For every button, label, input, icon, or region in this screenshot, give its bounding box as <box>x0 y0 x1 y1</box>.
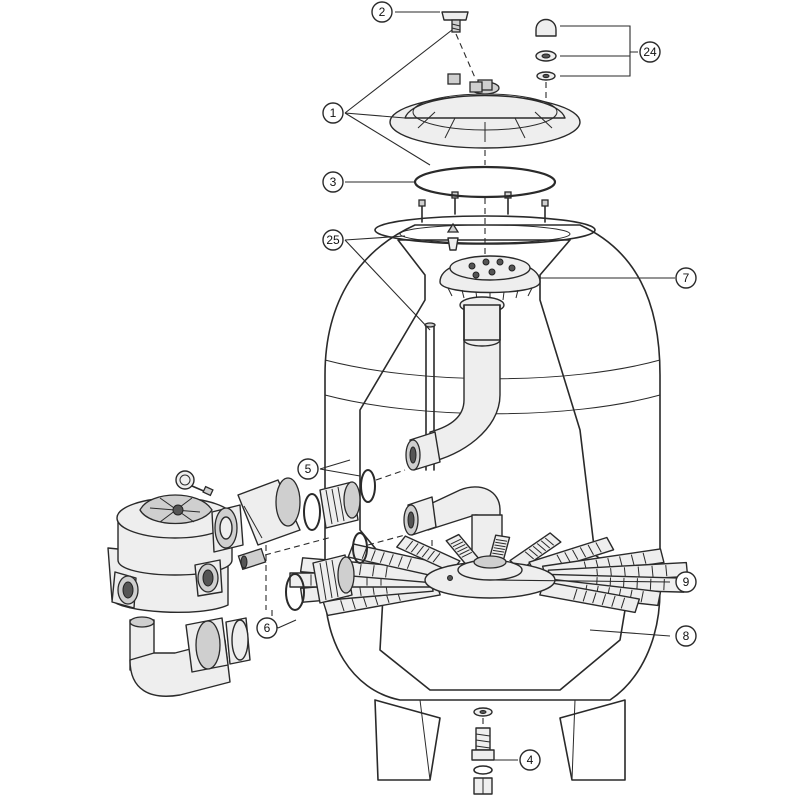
callout-label-2: 2 <box>379 5 386 19</box>
tank-lid <box>389 73 581 149</box>
lateral-slot <box>582 590 588 602</box>
lateral-slot <box>385 566 388 578</box>
lid-o-ring <box>413 165 557 199</box>
callout-label-1: 1 <box>330 106 337 120</box>
lateral-slot <box>495 539 508 542</box>
lateral-slot <box>572 549 579 560</box>
callout-25: 25 <box>322 229 344 251</box>
callout-label-4: 4 <box>527 753 534 767</box>
lateral-slot <box>410 543 419 553</box>
lateral-slot <box>370 550 376 561</box>
lateral-slot <box>524 551 535 560</box>
callout-label-7: 7 <box>683 271 690 285</box>
lateral-slot <box>649 578 652 590</box>
callout-label-9: 9 <box>683 575 690 589</box>
callout-label-8: 8 <box>683 629 690 643</box>
callout-label-5: 5 <box>305 462 312 476</box>
drain-assembly <box>471 707 495 795</box>
callout-label-6: 6 <box>264 621 271 635</box>
lateral-slot <box>492 552 504 556</box>
lateral-slot <box>636 578 638 590</box>
pressure-gauge-cap <box>535 18 557 104</box>
lateral-slot <box>564 552 571 563</box>
lateral-slot <box>642 552 647 564</box>
multiport-valve <box>107 470 244 613</box>
lateral-slot <box>454 543 466 550</box>
lateral-slot <box>532 545 543 554</box>
callout-9: 9 <box>675 571 697 593</box>
lateral-slot <box>637 566 640 578</box>
lateral-slot <box>359 564 362 576</box>
callout-5: 5 <box>297 458 319 480</box>
lateral-slot <box>405 540 414 551</box>
upper-union-connection <box>237 469 406 546</box>
lateral-slot <box>528 548 539 557</box>
lateral-slot <box>540 540 551 549</box>
lateral-slot <box>432 553 441 563</box>
lateral-slot <box>416 545 425 556</box>
lateral-slot <box>372 565 375 577</box>
lateral-slot <box>351 598 356 610</box>
lateral-slot <box>651 565 654 578</box>
callout-label-25: 25 <box>326 233 340 247</box>
lateral-slot <box>362 596 368 608</box>
small-nipple-fitting <box>237 536 333 571</box>
lateral-slot <box>361 548 367 559</box>
lateral-slot <box>406 558 412 569</box>
callout-label-24: 24 <box>643 45 657 59</box>
lateral-slot <box>459 549 470 556</box>
lateral-slot <box>663 578 665 591</box>
callout-2: 2 <box>371 1 393 23</box>
lateral-slot <box>544 537 555 546</box>
lateral-slot <box>592 592 597 604</box>
lateral-slot <box>452 541 464 548</box>
lateral-slot <box>493 547 505 550</box>
lateral-slot <box>601 594 607 606</box>
lateral-slot <box>579 547 587 558</box>
lateral-slot <box>494 544 506 548</box>
callout-4: 4 <box>519 749 541 771</box>
lateral-slot <box>640 591 644 603</box>
lateral-slot <box>421 548 430 558</box>
vent-plug <box>441 11 477 81</box>
upper-diffuser <box>439 222 541 301</box>
callout-24: 24 <box>639 41 661 63</box>
lateral-slot <box>450 538 462 545</box>
connection-elbow <box>129 616 251 697</box>
lateral-slot <box>587 544 594 555</box>
lateral-slot <box>492 549 505 553</box>
lateral-slot <box>388 554 394 565</box>
lateral-slot <box>536 543 547 552</box>
lateral-slot <box>397 556 403 567</box>
lateral-slot <box>461 551 473 558</box>
internal-pipework <box>403 296 505 561</box>
lateral-slot <box>573 588 578 600</box>
callout-8: 8 <box>675 625 697 647</box>
lateral-slot <box>630 554 635 566</box>
lateral-slot <box>340 600 345 612</box>
lateral-slot <box>619 556 623 568</box>
lateral-slot <box>379 552 385 563</box>
callout-3: 3 <box>322 171 344 193</box>
lateral-slot <box>611 595 616 607</box>
callout-1: 1 <box>322 102 344 124</box>
callout-6: 6 <box>256 617 278 639</box>
callout-label-3: 3 <box>330 175 337 189</box>
lateral-slot <box>665 565 668 577</box>
lateral-slot <box>457 546 468 553</box>
callout-7: 7 <box>675 267 697 289</box>
lateral-slot <box>620 597 626 609</box>
lateral-slot <box>595 542 602 553</box>
lateral-slot <box>495 541 507 545</box>
lateral-slot <box>427 550 435 560</box>
lower-union-connection <box>285 532 406 611</box>
